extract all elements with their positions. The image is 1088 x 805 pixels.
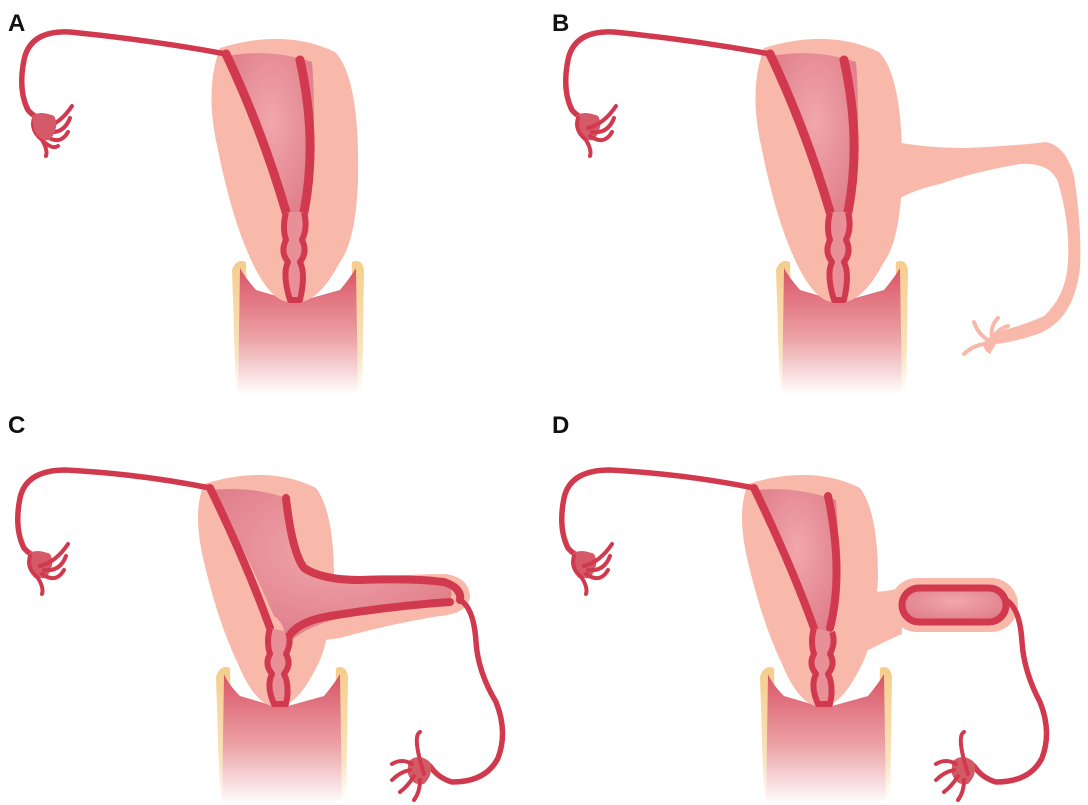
panel-d: D (544, 402, 1088, 804)
uterus-diagram-d (544, 402, 1088, 804)
panel-c: C (0, 402, 544, 804)
panel-label-d: D (552, 412, 569, 440)
cervical-canal (283, 212, 305, 300)
uterus-diagram-c (0, 402, 544, 804)
uterus-diagram-b (544, 0, 1088, 402)
panel-label-b: B (552, 10, 569, 38)
left-fallopian-tube (566, 32, 770, 119)
panel-a: A (0, 0, 544, 402)
left-fallopian-tube (22, 32, 226, 119)
panel-label-a: A (8, 10, 25, 38)
left-fallopian-tube (562, 470, 754, 557)
cavitated-horn-cavity (902, 588, 1006, 622)
cervical-canal (827, 212, 849, 300)
rudimentary-horn-solid (884, 140, 1080, 354)
right-fallopian-tube (430, 600, 503, 782)
cervical-canal (811, 628, 833, 704)
panel-label-c: C (8, 412, 25, 440)
uterus-diagram-a (0, 0, 544, 402)
cervical-canal (267, 628, 289, 704)
panel-b: B (544, 0, 1088, 402)
left-fallopian-tube (18, 470, 210, 557)
